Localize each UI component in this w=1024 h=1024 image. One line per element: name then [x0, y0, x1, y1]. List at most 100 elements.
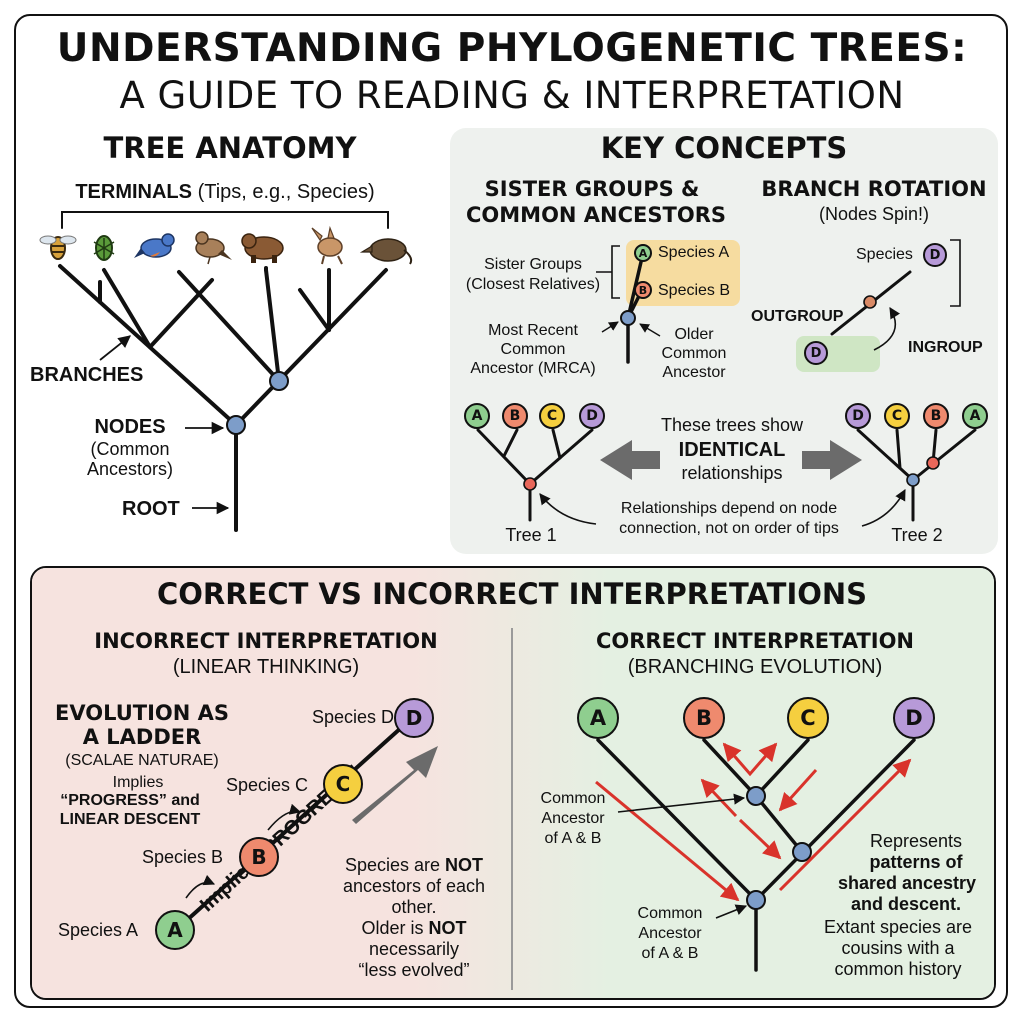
nodes-note-1: (Common — [90, 439, 170, 459]
rotation-note: (Nodes Spin!) — [818, 204, 930, 224]
ladder-species-c: Species C — [226, 775, 309, 795]
extant-3: common history — [834, 959, 962, 979]
bluebird-icon — [134, 233, 175, 258]
wasp-icon — [39, 235, 77, 260]
older-1: Older — [674, 326, 714, 343]
key-concepts-heading: KEY CONCEPTS — [600, 131, 848, 165]
incorrect-sub: (LINEAR THINKING) — [172, 656, 360, 678]
older-not-1: Older is NOT — [361, 918, 467, 939]
mrca-3: Ancestor (MRCA) — [470, 360, 596, 377]
ingroup-label: INGROUP — [908, 339, 983, 356]
ca-lower-1: Common — [637, 905, 703, 922]
not-ancestors-text: Species are — [344, 855, 441, 875]
sister-badge-a: A — [634, 244, 652, 262]
correct-tree-lines — [596, 738, 916, 972]
correct-tip-c: C — [787, 697, 829, 739]
relationships-arrow-right — [861, 489, 906, 527]
ladder-species-d: Species D — [312, 707, 395, 727]
key-concepts-panel — [450, 128, 998, 554]
rotation-badge-d: D — [923, 243, 947, 267]
ca-upper-2: Ancestor — [541, 810, 605, 827]
ladder-badge-c: C — [323, 764, 363, 804]
extant-2: cousins with a — [841, 938, 955, 958]
tree2-label: Tree 2 — [891, 525, 943, 545]
sister-highlight — [626, 240, 740, 306]
ladder-step-bc — [267, 803, 302, 831]
page-title: UNDERSTANDING PHYLOGENETIC TREES: — [56, 26, 968, 71]
ladder-badge-b: B — [239, 837, 279, 877]
older-not-2: necessarily — [368, 939, 460, 959]
correct-heading: CORRECT INTERPRETATION — [595, 629, 915, 653]
root-label: ROOT — [122, 498, 180, 520]
comparison-heading: CORRECT VS INCORRECT INTERPRETATIONS — [156, 577, 868, 611]
rotation-heading: BRANCH ROTATION — [761, 177, 987, 201]
mrca-1: Most Recent — [488, 322, 578, 339]
sister-bracket — [596, 245, 620, 299]
represents-3: shared ancestry — [837, 873, 977, 893]
ca-upper-1: Common — [540, 790, 606, 807]
implies-3: LINEAR DESCENT — [59, 811, 201, 828]
sister-species-b: Species B — [658, 282, 731, 299]
ca-lower-arrow — [715, 904, 748, 919]
terminals-bracket — [61, 211, 389, 229]
identical-arrow-right — [802, 440, 862, 480]
extant-1: Extant species are — [823, 917, 973, 937]
anatomy-node-lower — [226, 415, 246, 435]
nodes-note-2: Ancestors) — [86, 459, 174, 479]
rotation-species-label: Species — [856, 246, 913, 263]
identical-1: These trees show — [660, 415, 804, 435]
page-subtitle: A GUIDE TO READING & INTERPRETATION — [119, 74, 905, 117]
tree1-lines — [476, 428, 594, 522]
not-ancestors-2: ancestors of each — [342, 876, 486, 896]
correct-tip-b: B — [683, 697, 725, 739]
ca-upper-3: of A & B — [544, 830, 602, 847]
ladder-heading-3: (SCALAE NATURAE) — [65, 752, 219, 769]
implies-2: “PROGRESS” and — [60, 792, 200, 809]
older-not-bold: NOT — [428, 918, 467, 938]
anatomy-tree — [58, 211, 389, 532]
older-3: Ancestor — [662, 364, 726, 381]
rotation-bracket — [950, 239, 961, 307]
identical-arrow-left — [600, 440, 660, 480]
tree1-tip-b: B — [502, 403, 528, 429]
comparison-divider — [511, 628, 513, 990]
identical-3: relationships — [681, 463, 783, 483]
sister-heading-1: SISTER GROUPS & — [484, 177, 700, 201]
sister-species-a: Species A — [658, 244, 730, 261]
tree2-tip-b: B — [923, 403, 949, 429]
ladder-species-b: Species B — [142, 847, 224, 867]
sparrow-icon — [195, 231, 232, 265]
represents-1: Represents — [869, 831, 963, 851]
tree1-tip-a: A — [464, 403, 490, 429]
sister-heading-2: COMMON ANCESTORS — [466, 203, 726, 227]
represents-2: patterns of — [869, 852, 963, 872]
ladder-heading-2: A LADDER — [82, 725, 202, 749]
relationships-1: Relationships depend on node — [620, 500, 838, 517]
progress-arrow — [352, 746, 438, 824]
represents-4: and descent. — [850, 894, 962, 914]
ca-lower-2: Ancestor — [638, 925, 702, 942]
nodes-label: NODES — [94, 416, 166, 438]
correct-tip-a: A — [577, 697, 619, 739]
tree1-tip-c: C — [539, 403, 565, 429]
anatomy-node-upper — [269, 371, 289, 391]
ladder-step-ab — [185, 874, 216, 899]
correct-tip-d: D — [893, 697, 935, 739]
outgroup-label: OUTGROUP — [751, 308, 844, 325]
ca-upper-arrow — [617, 793, 746, 813]
tree2-tip-d: D — [845, 403, 871, 429]
anatomy-heading: TREE ANATOMY — [103, 131, 357, 165]
correct-red-arrows — [595, 742, 912, 902]
tree2-tip-c: C — [884, 403, 910, 429]
bear-icon — [241, 233, 284, 263]
not-ancestors-bold: NOT — [445, 855, 484, 875]
incorrect-heading: INCORRECT INTERPRETATION — [94, 629, 438, 653]
rotation-badge-d-ingroup: D — [804, 341, 828, 365]
implies-1: Implies — [112, 774, 164, 791]
terminals-bold: TERMINALS — [75, 181, 192, 203]
ladder-badge-a: A — [155, 910, 195, 950]
ladder-heading-1: EVOLUTION AS — [54, 701, 230, 725]
not-ancestors-1: Species are NOT — [344, 855, 484, 876]
sister-badge-b: B — [634, 281, 652, 299]
